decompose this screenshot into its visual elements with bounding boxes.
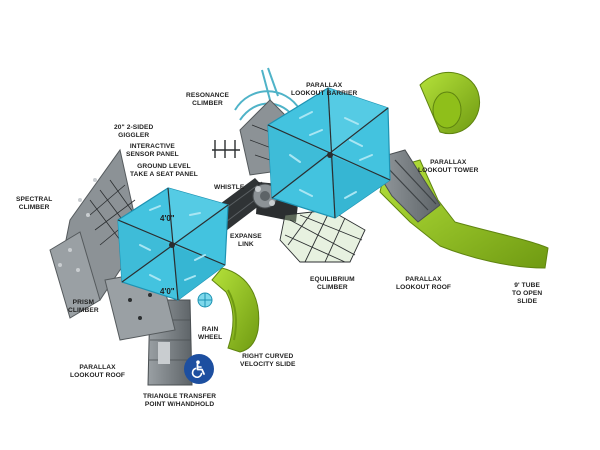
rain-wheel-graphic (197, 292, 213, 308)
wheelchair-symbol (191, 360, 205, 378)
left-tower-graphic (49, 148, 193, 386)
wheelchair-accessibility-icon (184, 354, 214, 384)
dimension-upper: 4'0" (160, 214, 175, 223)
left-roof-graphic (117, 187, 229, 301)
dimension-lower: 4'0" (160, 287, 175, 296)
right-curved-velocity-slide-graphic (211, 267, 260, 353)
label-whistle: WHISTLE (214, 184, 245, 191)
right-roof-graphic (267, 87, 391, 219)
